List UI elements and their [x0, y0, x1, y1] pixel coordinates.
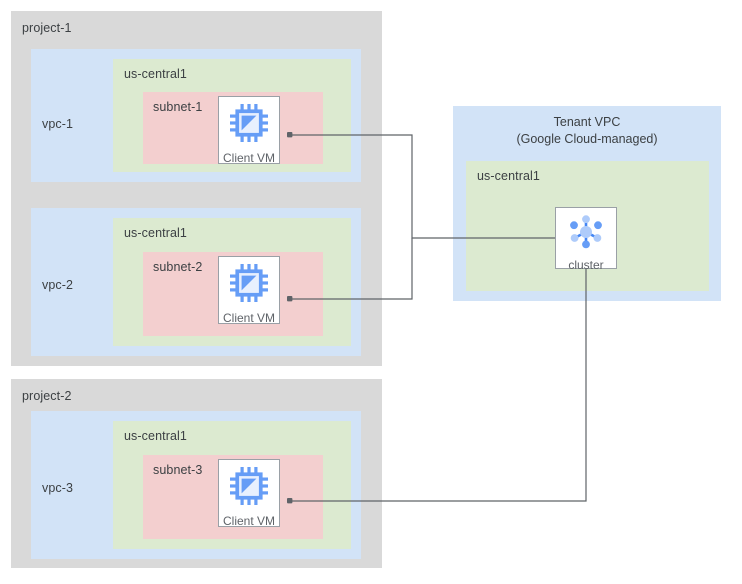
subnet-label-subnet-1: subnet-1 — [153, 100, 203, 114]
vpc-label-vpc-1: vpc-1 — [42, 117, 74, 131]
region-label-vpc-2: us-central1 — [124, 226, 187, 240]
vpc-label-vpc-3: vpc-3 — [42, 481, 74, 495]
tenant-vpc-title: Tenant VPC (Google Cloud-managed) — [453, 114, 721, 148]
project-label-project-1: project-1 — [22, 21, 72, 35]
project-label-project-2: project-2 — [22, 389, 72, 403]
node-card-client-vm-1[interactable]: Client VM — [218, 96, 280, 164]
cluster-nodes-icon — [567, 213, 605, 256]
node-card-client-vm-3[interactable]: Client VM — [218, 459, 280, 527]
tenant-vpc-title-line2: (Google Cloud-managed) — [516, 131, 658, 146]
node-card-cluster[interactable]: cluster — [555, 207, 617, 272]
region-label-vpc-1: us-central1 — [124, 67, 187, 81]
chip-icon — [228, 102, 270, 149]
chip-icon — [228, 262, 270, 309]
node-label-client-vm-3: Client VM — [222, 514, 275, 528]
node-label-client-vm-2: Client VM — [222, 311, 275, 325]
node-card-client-vm-2[interactable]: Client VM — [218, 256, 280, 324]
subnet-label-subnet-3: subnet-3 — [153, 463, 203, 477]
region-label-tenant: us-central1 — [477, 169, 540, 183]
tenant-vpc-title-line1: Tenant VPC — [553, 115, 621, 129]
subnet-label-subnet-2: subnet-2 — [153, 260, 203, 274]
vpc-label-vpc-2: vpc-2 — [42, 278, 74, 292]
node-label-cluster: cluster — [568, 258, 604, 272]
node-label-client-vm-1: Client VM — [222, 151, 275, 165]
chip-icon — [228, 465, 270, 512]
region-label-vpc-3: us-central1 — [124, 429, 187, 443]
